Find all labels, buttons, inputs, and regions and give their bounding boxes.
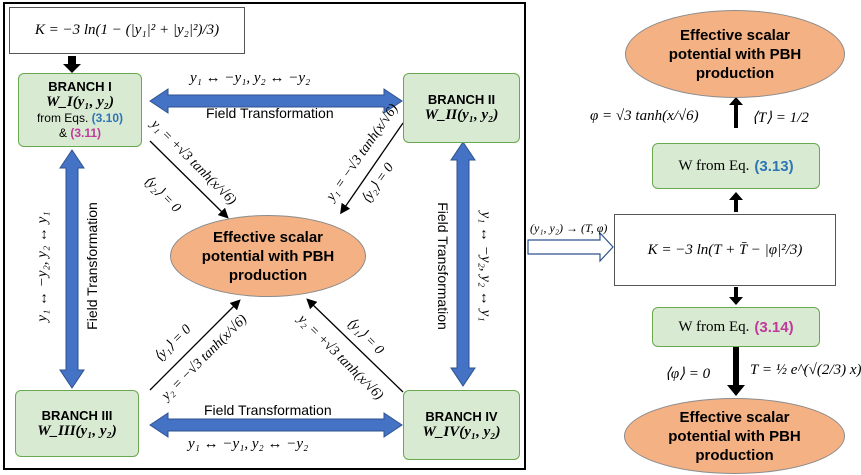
- w13-prefix: W from Eq.: [678, 157, 750, 174]
- arrow-up-to-top-ellipse: [729, 97, 743, 128]
- kahler-right-box: K = −3 ln(T + T̄ − |φ|²/3): [614, 214, 836, 286]
- branch-2-superpotential: W_II(y₁, y₂): [424, 107, 499, 123]
- right-bottom-ellipse-line-2: potential with PBH: [668, 427, 801, 445]
- left-transform-label: Field Transformation: [84, 202, 100, 330]
- right-top-ellipse-line-3: production: [695, 64, 775, 82]
- right-top-effective-potential-ellipse: Effective scalar potential with PBH prod…: [625, 10, 845, 98]
- arrow-down-to-bottom-ellipse: [727, 346, 745, 396]
- left-transform-map: y₁ ↔ −y₂, y₂ ↔ y₁: [34, 211, 51, 322]
- branch-1-title: BRANCH I: [48, 79, 112, 94]
- kahler-potential-box: K = −3 ln(1 − (|y₁|² + |y₂|²)/3): [9, 7, 245, 54]
- kahler-formula: K = −3 ln(1 − (|y₁|² + |y₂|²)/3): [34, 22, 220, 38]
- phi-vev: ⟨φ⟩ = 0: [665, 366, 711, 382]
- w13-eq-ref: (3.13): [754, 157, 794, 175]
- center-ellipse-line-3: production: [228, 266, 308, 284]
- top-transform-label: Field Transformation: [206, 105, 334, 121]
- branch-4-box: BRANCH IV W_IV(y₁, y₂): [403, 390, 520, 460]
- arrow-up-to-w13: [729, 192, 743, 212]
- branch-2-title: BRANCH II: [427, 92, 496, 107]
- t-relation: T = ½ e^(√(2/3) x): [750, 362, 861, 378]
- branch-1-from-text: from Eqs.: [36, 111, 89, 125]
- diag-arrow-b3: [149, 299, 241, 391]
- diag-arrow-b1: [149, 140, 229, 219]
- branch-3-box: BRANCH III W_III(y₁, y₂): [15, 390, 139, 457]
- kahler-down-arrow: [63, 56, 81, 73]
- hollow-right-arrow: [527, 231, 614, 263]
- branch-4-title: BRANCH IV: [425, 409, 498, 424]
- right-transform-map: y₁ ↔ −y₂, y₂ ↔ y₁: [477, 211, 494, 322]
- right-double-arrow: [450, 141, 476, 387]
- w-from-eq-3-14-box: W from Eq. (3.14): [652, 307, 820, 347]
- arrow-down-to-w14: [729, 287, 743, 305]
- diag-arrow-b2: [340, 122, 404, 215]
- branch-4-superpotential: W_IV(y₁, y₂): [422, 424, 501, 440]
- kahler-right-formula: K = −3 ln(T + T̄ − |φ|²/3): [647, 241, 803, 258]
- top-transform-map: y₁ ↔ −y₁, y₂ ↔ −y₂: [190, 70, 311, 86]
- branch-1-box: BRANCH I W_I(y₁, y₂) from Eqs. (3.10) & …: [18, 73, 142, 147]
- right-bottom-effective-potential-ellipse: Effective scalar potential with PBH prod…: [624, 398, 845, 474]
- t-vev: ⟨T⟩ = 1/2: [752, 110, 809, 126]
- center-ellipse-line-2: potential with PBH: [201, 247, 335, 265]
- phi-relation: φ = √3 tanh(x/√6): [590, 108, 699, 124]
- top-double-arrow: [149, 88, 403, 114]
- branch-1-superpotential: W_I(y₁, y₂): [46, 94, 114, 110]
- bottom-transform-label: Field Transformation: [204, 402, 332, 418]
- branch-1-eq-a: (3.10): [91, 111, 124, 125]
- field-mapping-label: (y₁, y₂) → (T, φ): [530, 221, 608, 235]
- diag-arrow-b4: [306, 298, 404, 393]
- w-from-eq-3-13-box: W from Eq. (3.13): [652, 143, 820, 189]
- bottom-double-arrow: [149, 412, 403, 438]
- right-top-ellipse-line-1: Effective scalar: [679, 26, 791, 44]
- right-transform-label: Field Transformation: [435, 202, 451, 330]
- branch-3-superpotential: W_III(y₁, y₂): [37, 422, 117, 439]
- center-effective-potential-ellipse: Effective scalar potential with PBH prod…: [170, 215, 366, 297]
- right-bottom-ellipse-line-1: Effective scalar: [679, 408, 790, 426]
- left-double-arrow: [59, 149, 85, 389]
- w14-prefix: W from Eq.: [678, 318, 750, 335]
- diagram-frame: [3, 2, 526, 470]
- branch-1-amp: &: [58, 126, 67, 140]
- right-top-ellipse-line-2: potential with PBH: [668, 45, 802, 63]
- branch-3-title: BRANCH III: [41, 407, 113, 423]
- center-ellipse-line-1: Effective scalar: [212, 228, 324, 246]
- right-bottom-ellipse-line-3: production: [695, 446, 774, 464]
- branch-2-box: BRANCH II W_II(y₁, y₂): [403, 73, 520, 143]
- w14-eq-ref: (3.14): [754, 318, 794, 336]
- branch-1-eq-b: (3.11): [70, 126, 102, 140]
- bottom-transform-map: y₁ ↔ −y₁, y₂ ↔ −y₂: [188, 436, 309, 452]
